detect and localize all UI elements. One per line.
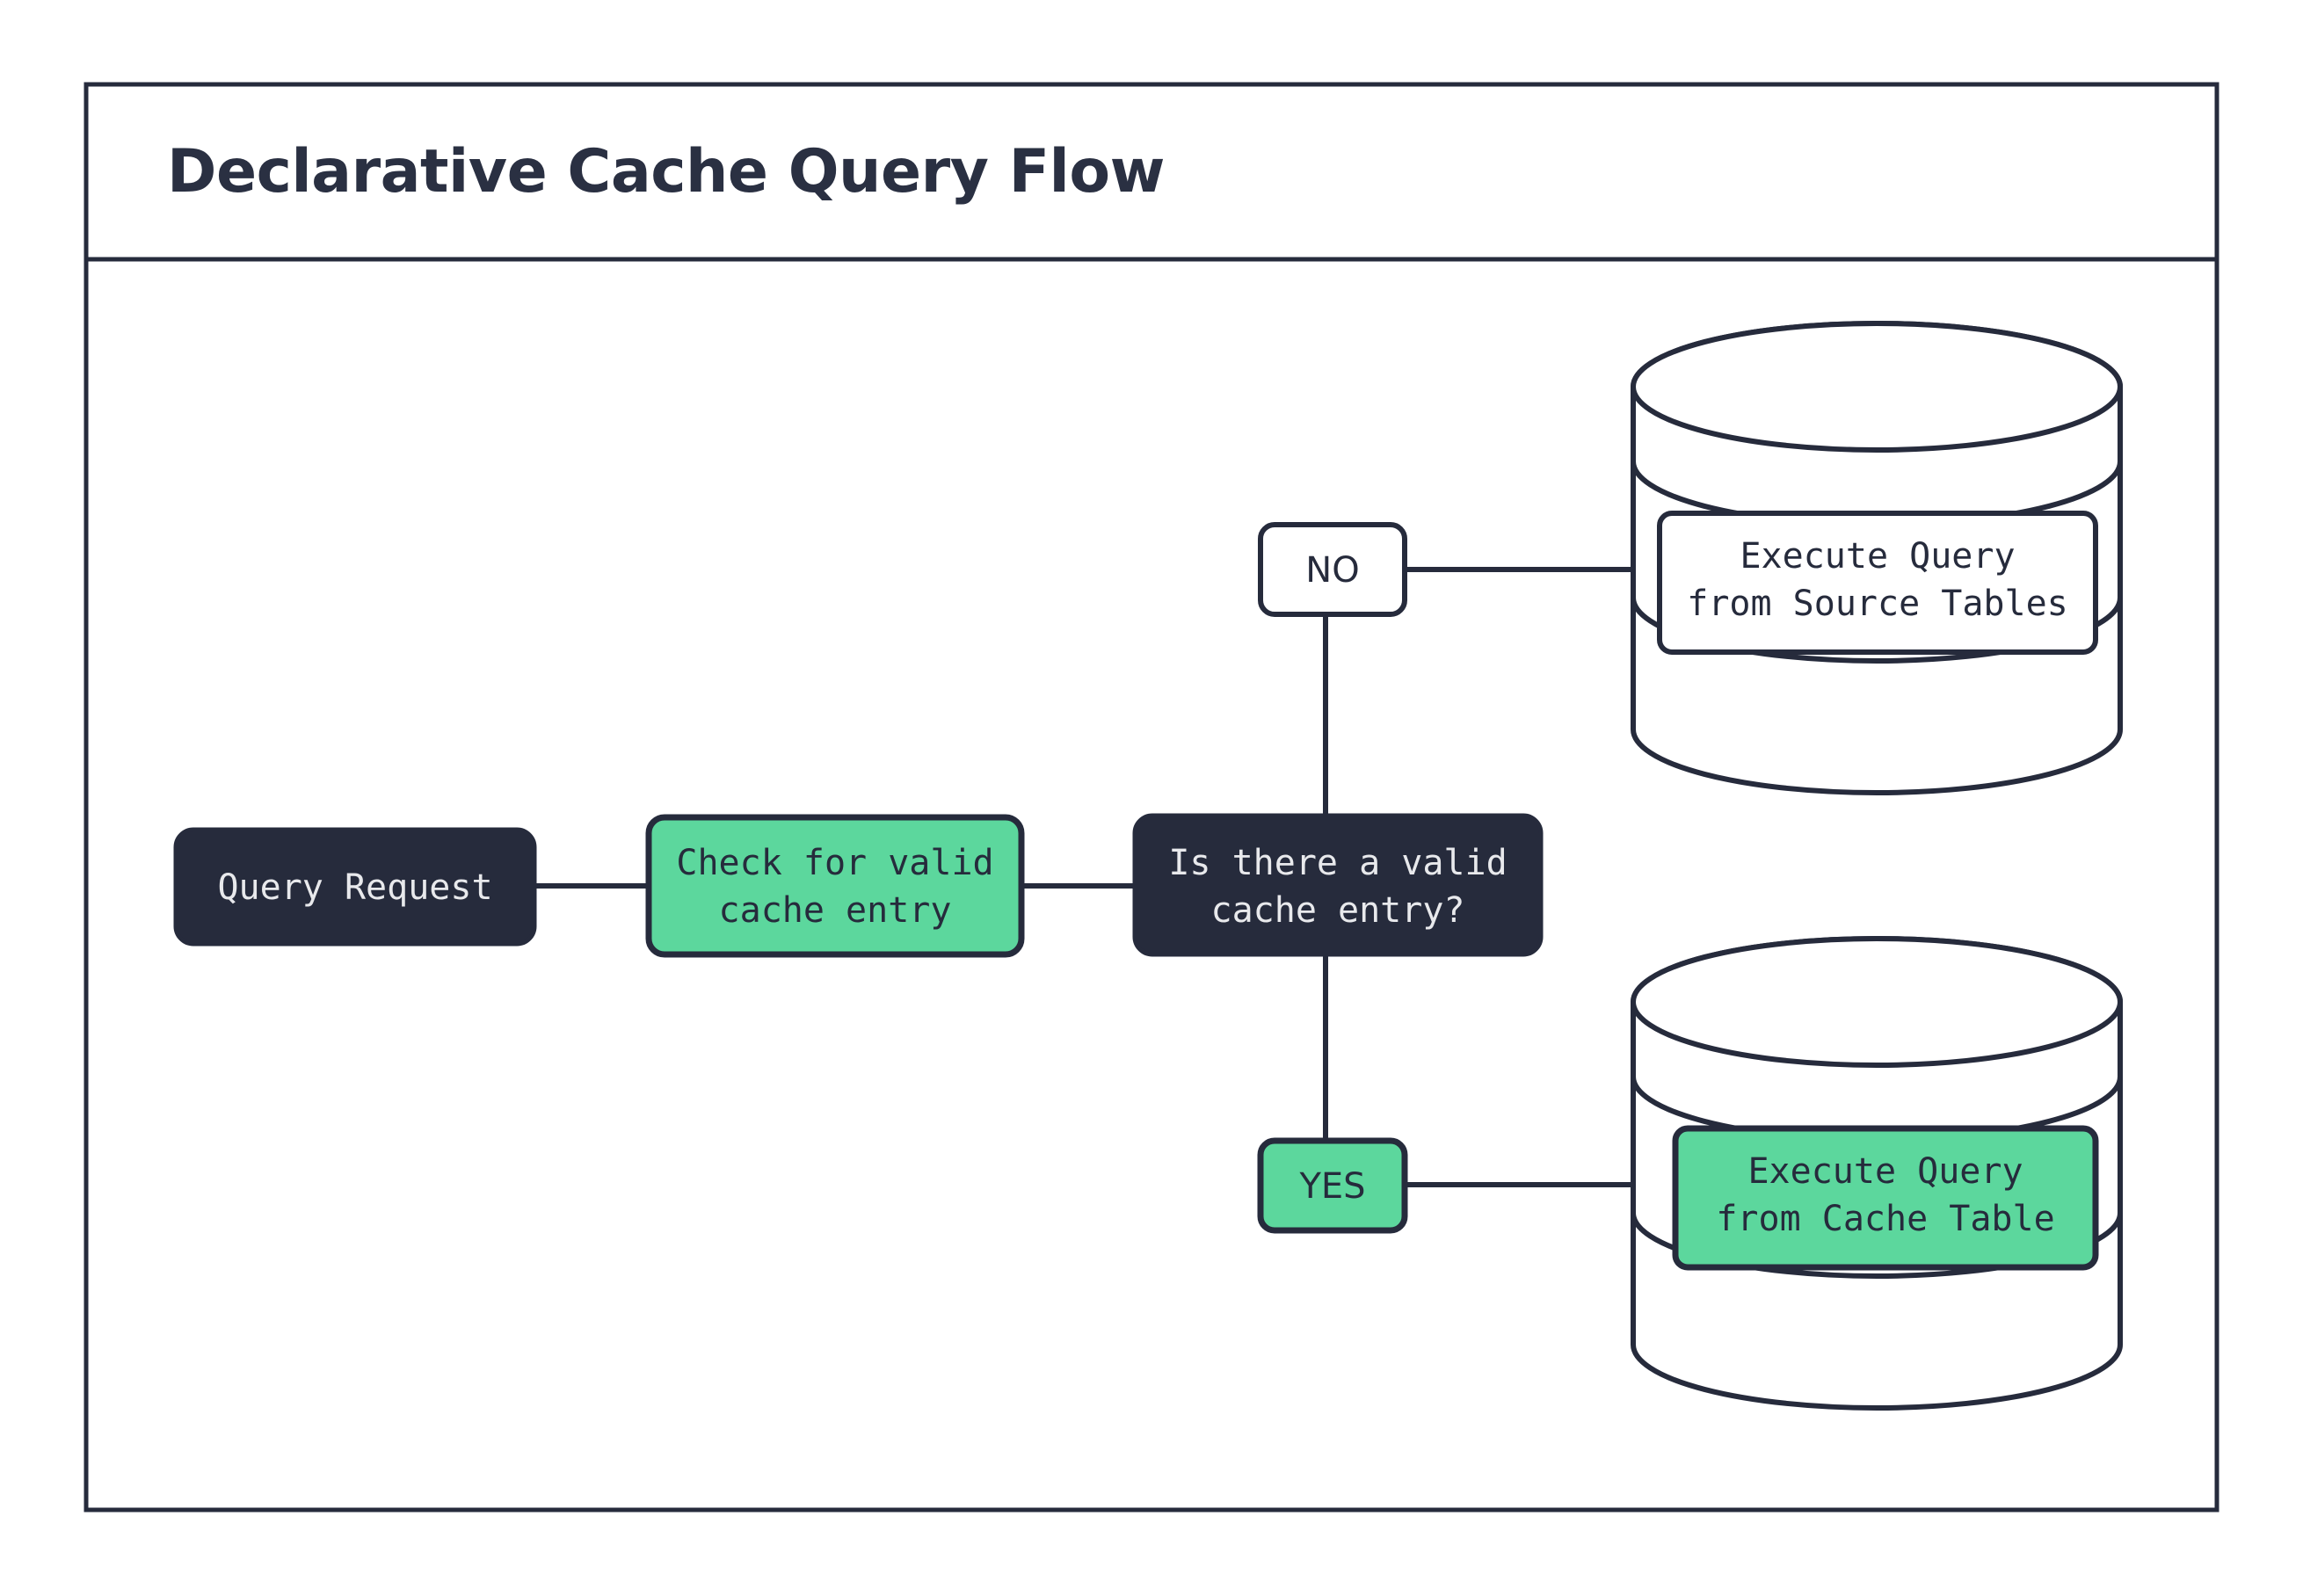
source-db-label-box[interactable] — [1657, 511, 2098, 655]
source-database-cylinder: Execute Query from Source Tables — [1631, 321, 2123, 795]
cache-database-cylinder: Execute Query from Cache Table — [1631, 936, 2123, 1411]
branch-yes-box[interactable] — [1257, 1137, 1408, 1234]
branch-no-label: NO — [1305, 550, 1359, 591]
node-query-request[interactable]: Query Request — [173, 827, 537, 947]
branch-yes-label: YES — [1298, 1166, 1365, 1207]
query-request-box[interactable] — [173, 827, 537, 947]
cache-db-label-box[interactable] — [1672, 1125, 2099, 1271]
decision-box[interactable] — [1132, 813, 1544, 957]
cylinder-top-disk — [1631, 321, 2123, 453]
diagram-frame — [84, 82, 2219, 1513]
source-db-label-line2: from Source Tables — [1687, 584, 2067, 624]
check-cache-label-line2: cache entry — [719, 890, 952, 931]
cache-db-label-line1: Execute Query — [1747, 1151, 2023, 1192]
node-branch-no[interactable]: NO — [1258, 522, 1407, 617]
decision-label-line2: cache entry? — [1211, 890, 1465, 931]
page-title: Declarative Cache Query Flow — [167, 137, 1165, 207]
node-check-cache-entry[interactable]: Check for valid cache entry — [645, 814, 1025, 958]
cache-db-label-line2: from Cache Table — [1716, 1199, 2054, 1239]
query-request-label: Query Request — [217, 867, 492, 908]
check-cache-box[interactable] — [645, 814, 1025, 958]
branch-no-box[interactable] — [1258, 522, 1407, 617]
check-cache-label-line1: Check for valid — [676, 843, 993, 883]
decision-label-line1: Is there a valid — [1168, 843, 1507, 883]
node-branch-yes[interactable]: YES — [1257, 1137, 1408, 1234]
node-decision-valid-cache[interactable]: Is there a valid cache entry? — [1132, 813, 1544, 957]
cylinder-top-disk — [1631, 936, 2123, 1068]
source-db-label-line1: Execute Query — [1740, 536, 2015, 577]
